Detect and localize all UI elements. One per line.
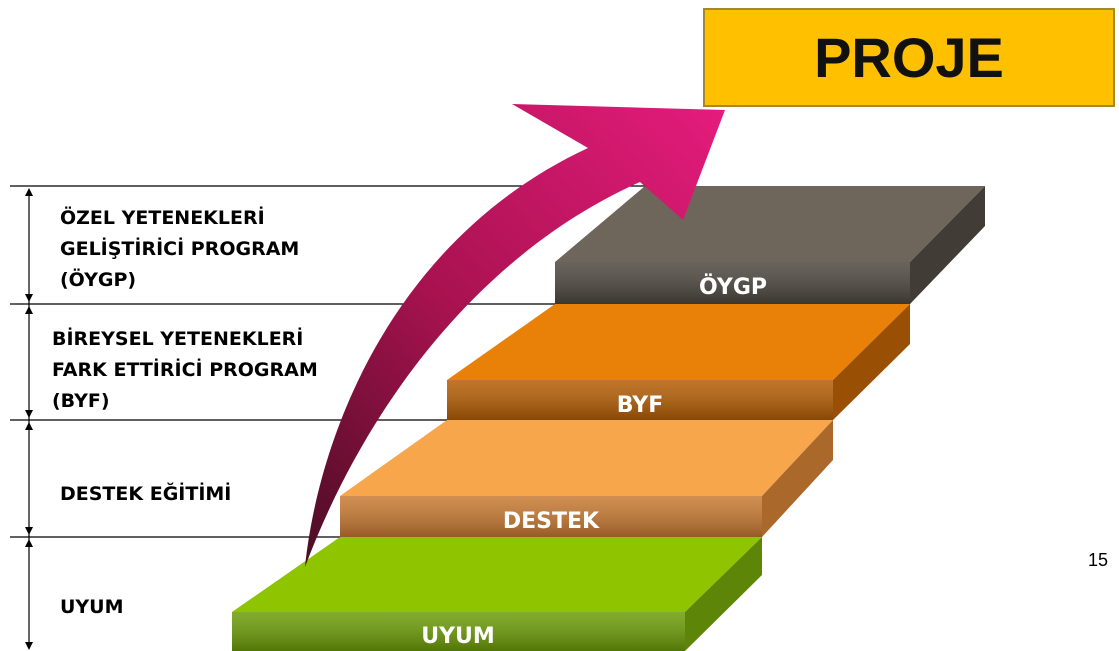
arrowhead-up-icon [25, 539, 33, 547]
side-label-line: BİREYSEL YETENEKLERİ [52, 328, 304, 350]
side-label-line: GELİŞTİRİCİ PROGRAM [60, 238, 300, 260]
step-label-oygp: ÖYGP [699, 274, 767, 300]
step-destek: DESTEK [340, 420, 833, 537]
side-label-line: FARK ETTİRİCİ PROGRAM [52, 359, 318, 381]
arrowhead-down-icon [25, 642, 33, 650]
step-label-destek: DESTEK [503, 509, 600, 534]
arrowhead-down-icon [25, 527, 33, 535]
page-number: 15 [1088, 550, 1109, 570]
side-label-line: ÖZEL YETENEKLERİ [60, 207, 265, 229]
arrowhead-up-icon [25, 188, 33, 196]
side-label-line: UYUM [60, 596, 124, 618]
step-top-face [340, 420, 833, 496]
side-label-oygp: ÖZEL YETENEKLERİ GELİŞTİRİCİ PROGRAM (ÖY… [60, 203, 299, 296]
side-label-line: (BYF) [52, 390, 110, 412]
arrowhead-down-icon [25, 294, 33, 302]
step-side-face [910, 186, 985, 304]
step-label-byf: BYF [617, 393, 664, 418]
step-side-face [762, 420, 833, 537]
side-label-byf: BİREYSEL YETENEKLERİ FARK ETTİRİCİ PROGR… [52, 324, 318, 417]
step-top-face [555, 186, 985, 262]
page-title: PROJE [814, 26, 1004, 89]
step-side-face [833, 304, 910, 420]
side-label-line: DESTEK EĞİTİMİ [60, 483, 232, 505]
side-label-destek: DESTEK EĞİTİMİ [60, 479, 231, 510]
step-label-uyum: UYUM [421, 624, 495, 649]
arrowhead-up-icon [25, 422, 33, 430]
title-box: PROJE [703, 8, 1115, 107]
side-label-line: (ÖYGP) [60, 269, 137, 291]
side-label-uyum: UYUM [60, 592, 124, 623]
step-top-face [447, 304, 910, 380]
step-oygp: ÖYGP [555, 186, 985, 304]
arrowhead-down-icon [25, 410, 33, 418]
axis-arrowheads [25, 188, 33, 650]
arrowhead-up-icon [25, 306, 33, 314]
step-top-face [232, 537, 762, 612]
step-side-face [685, 537, 762, 651]
step-byf: BYF [447, 304, 910, 420]
curved-arrow-icon [305, 104, 725, 567]
step-uyum: UYUM [232, 537, 762, 651]
